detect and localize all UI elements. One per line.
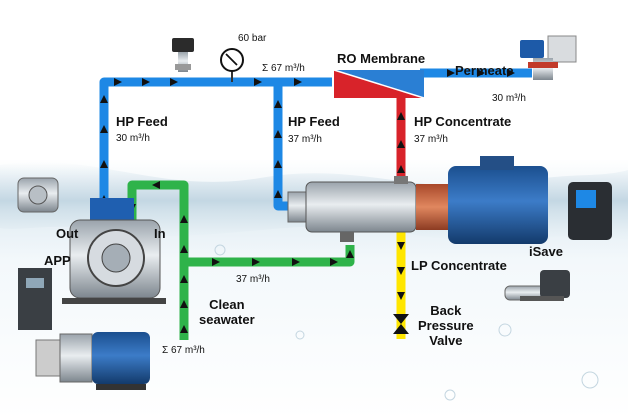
permeate-flow: 30 m³/h xyxy=(492,93,526,104)
bubble xyxy=(214,244,226,256)
frequency-converter-icon xyxy=(18,268,52,330)
clean-seawater-label: Clean seawater xyxy=(199,297,255,327)
app-pump-block-icon xyxy=(17,177,59,213)
app-pump-icon xyxy=(62,198,166,304)
bubble xyxy=(444,389,456,401)
bubble xyxy=(498,323,512,337)
pressure-gauge-icon xyxy=(220,48,244,82)
bubble xyxy=(581,371,599,389)
hp-concentrate-flow: 37 m³/h xyxy=(414,134,448,145)
motor-icon xyxy=(35,332,150,390)
feed-flow-total-bottom: Σ 67 m³/h xyxy=(162,345,205,356)
pressure-gauge-label: 60 bar xyxy=(238,33,267,44)
isave-flow: 37 m³/h xyxy=(236,274,270,285)
isave-label: iSave xyxy=(529,244,563,259)
hp-feed-left-flow: 30 m³/h xyxy=(116,133,150,144)
pump-in-label: In xyxy=(154,226,166,241)
hp-feed-mid-flow: 37 m³/h xyxy=(288,134,322,145)
back-pressure-valve-icon xyxy=(393,314,409,334)
app-label: APP xyxy=(44,253,71,268)
pump-out-label: Out xyxy=(56,226,79,241)
hp-feed-left-label: HP Feed xyxy=(116,114,168,129)
permeate-label: Permeate xyxy=(455,63,514,78)
back-pressure-valve-label: Back Pressure Valve xyxy=(418,303,474,348)
feed-flow-total-top: Σ 67 m³/h xyxy=(262,63,305,74)
isave-drive-icon xyxy=(568,182,612,240)
bubble xyxy=(295,330,305,340)
flow-instrument-icon xyxy=(520,35,577,80)
lp-concentrate-label: LP Concentrate xyxy=(411,258,507,273)
small-pump-icon xyxy=(504,270,570,301)
hp-concentrate-label: HP Concentrate xyxy=(414,114,512,129)
pressure-sensor-icon xyxy=(172,38,194,72)
hp-feed-mid-label: HP Feed xyxy=(288,114,340,129)
ro-membrane-icon xyxy=(333,69,425,99)
isave-unit-icon xyxy=(287,156,548,244)
ro-membrane-label: RO Membrane xyxy=(337,51,426,66)
